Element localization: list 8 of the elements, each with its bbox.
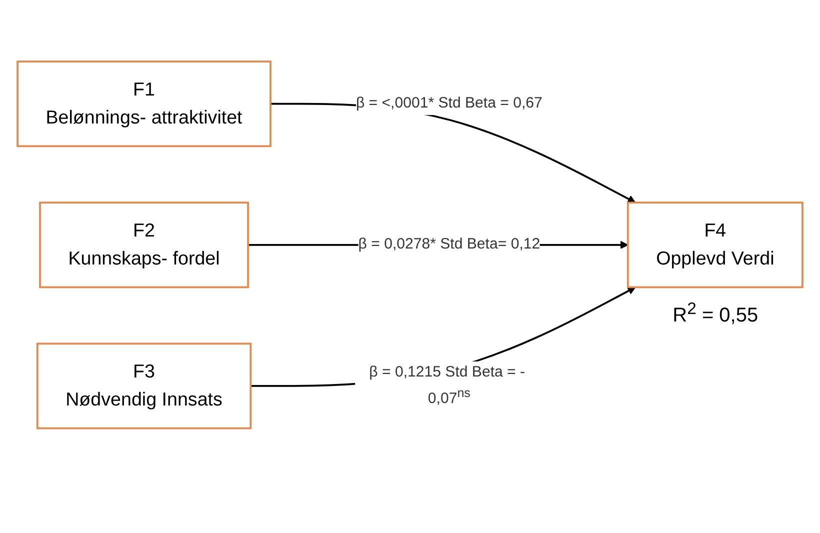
- node-box: F2 Kunnskaps- fordel: [39, 202, 249, 288]
- node-box: F1 Belønnings- attraktivitet: [16, 60, 272, 148]
- edge-label: β = 0,1215 Std Beta = - 0,07$^{ns}$: [369, 364, 526, 407]
- r-squared-note: R$^{2}$ = 0,55: [672, 299, 758, 328]
- node-box: F4 Opplevd Verdi: [626, 202, 804, 288]
- edge-label: β = <,0001* Std Beta = 0,67: [356, 95, 542, 112]
- node-box: F3 Nødvendig Innsats: [36, 342, 252, 430]
- edge-label: β = 0,0278* Std Beta= 0,12: [358, 236, 540, 253]
